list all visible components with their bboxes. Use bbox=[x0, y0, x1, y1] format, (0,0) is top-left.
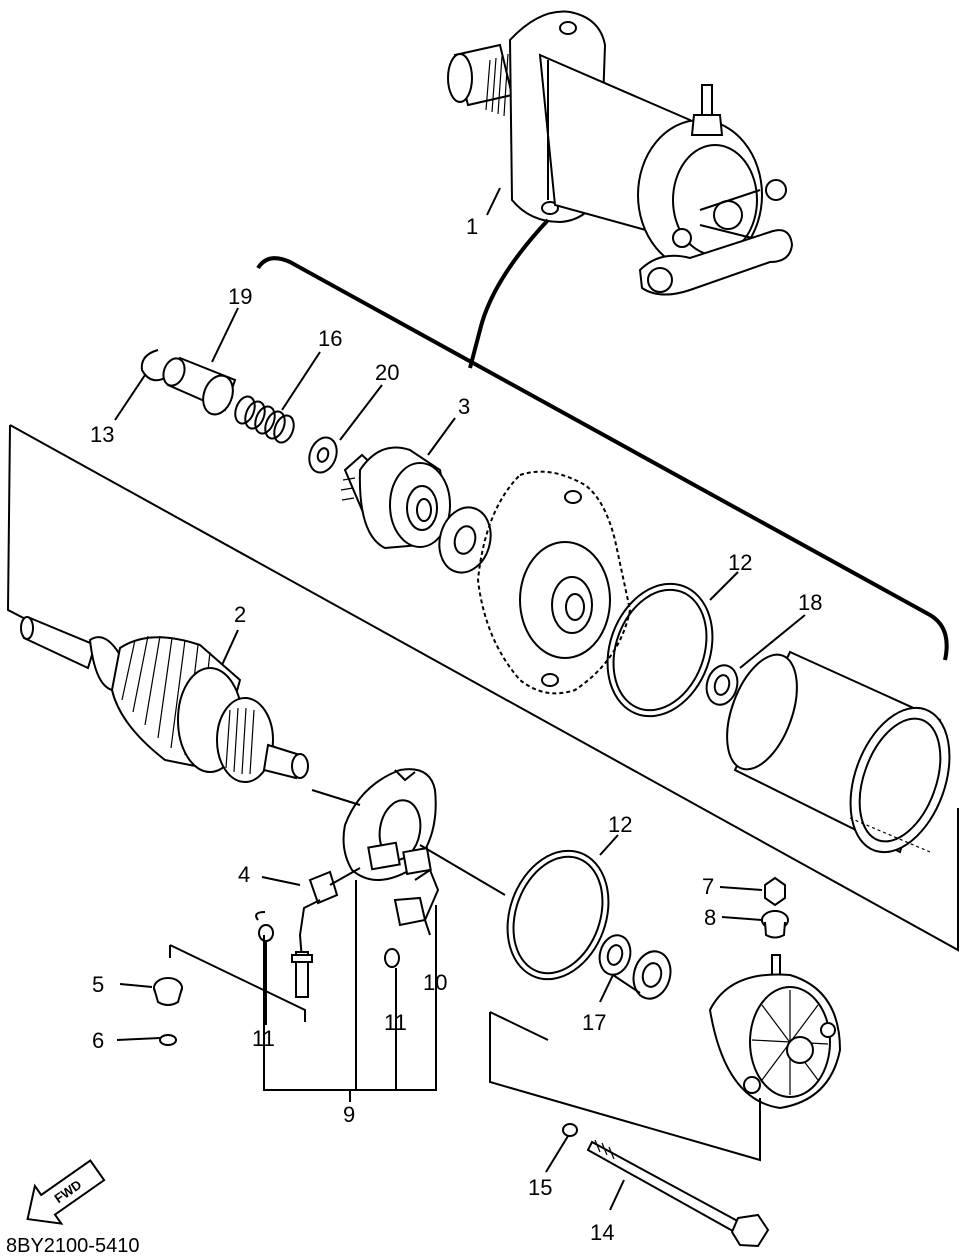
part-yoke-body bbox=[726, 650, 951, 854]
leader-lines bbox=[114, 187, 806, 1211]
callout-8: 8 bbox=[704, 905, 716, 930]
callout-11-right: 11 bbox=[384, 1010, 407, 1035]
part-12-o-ring-upper bbox=[606, 582, 714, 718]
callout-14: 14 bbox=[590, 1220, 614, 1245]
part-20-washer bbox=[308, 436, 338, 474]
callout-3: 3 bbox=[458, 394, 470, 419]
part-brush-plate bbox=[342, 768, 437, 881]
part-10-brush-holder bbox=[393, 868, 440, 936]
part-5-cap-nut bbox=[153, 977, 183, 1006]
callout-12-lower: 12 bbox=[608, 812, 632, 837]
part-washer-3b bbox=[438, 506, 492, 574]
callout-11-left: 11 bbox=[252, 1026, 275, 1051]
group-bracket-3 bbox=[169, 944, 306, 1022]
callout-2: 2 bbox=[234, 602, 246, 627]
part-14-through-bolt bbox=[586, 1139, 770, 1248]
part-1-starter-motor bbox=[447, 10, 794, 296]
callout-6: 6 bbox=[92, 1028, 104, 1053]
part-3-clutch-assembly bbox=[340, 446, 451, 550]
callout-9: 9 bbox=[343, 1102, 355, 1127]
callout-15: 15 bbox=[528, 1175, 552, 1200]
part-11-washer-right bbox=[384, 948, 400, 968]
group-bracket-1 bbox=[256, 256, 949, 661]
part-13-circlip bbox=[140, 349, 166, 382]
group-bracket-1-stem bbox=[468, 218, 550, 369]
callout-7: 7 bbox=[702, 874, 714, 899]
part-front-cover bbox=[476, 470, 632, 695]
callout-10: 10 bbox=[423, 970, 447, 995]
part-19-collar bbox=[162, 356, 237, 416]
group-bracket-9 bbox=[263, 905, 437, 1091]
part-11-washer-left bbox=[258, 924, 274, 942]
callout-1: 1 bbox=[466, 214, 478, 239]
part-7-nut bbox=[764, 876, 786, 907]
callout-17: 17 bbox=[582, 1010, 606, 1035]
part-8-insulator bbox=[761, 910, 789, 939]
callouts: 1 2 3 4 5 6 7 8 9 10 11 11 12 12 13 14 1… bbox=[90, 214, 822, 1245]
callout-13: 13 bbox=[90, 422, 114, 447]
part-16-spring bbox=[234, 395, 295, 444]
part-4-brush bbox=[291, 867, 361, 998]
callout-20: 20 bbox=[375, 360, 399, 385]
part-rear-cover bbox=[708, 954, 842, 1110]
part-15-washer bbox=[562, 1123, 578, 1137]
diagram-code: 8BY2100-5410 bbox=[6, 1235, 139, 1256]
callout-18: 18 bbox=[798, 590, 822, 615]
fwd-arrow-icon: FWD bbox=[26, 1159, 106, 1225]
part-17-washer-b bbox=[632, 950, 672, 1000]
part-12-o-ring-lower bbox=[506, 849, 610, 981]
part-2-armature bbox=[20, 616, 309, 783]
callout-5: 5 bbox=[92, 972, 104, 997]
part-17-washer-a bbox=[598, 934, 632, 976]
callout-4: 4 bbox=[238, 862, 250, 887]
callout-16: 16 bbox=[318, 326, 342, 351]
part-18-washer bbox=[705, 664, 739, 706]
callout-12-upper: 12 bbox=[728, 550, 752, 575]
callout-19: 19 bbox=[228, 284, 252, 309]
part-6-washer bbox=[159, 1034, 177, 1046]
